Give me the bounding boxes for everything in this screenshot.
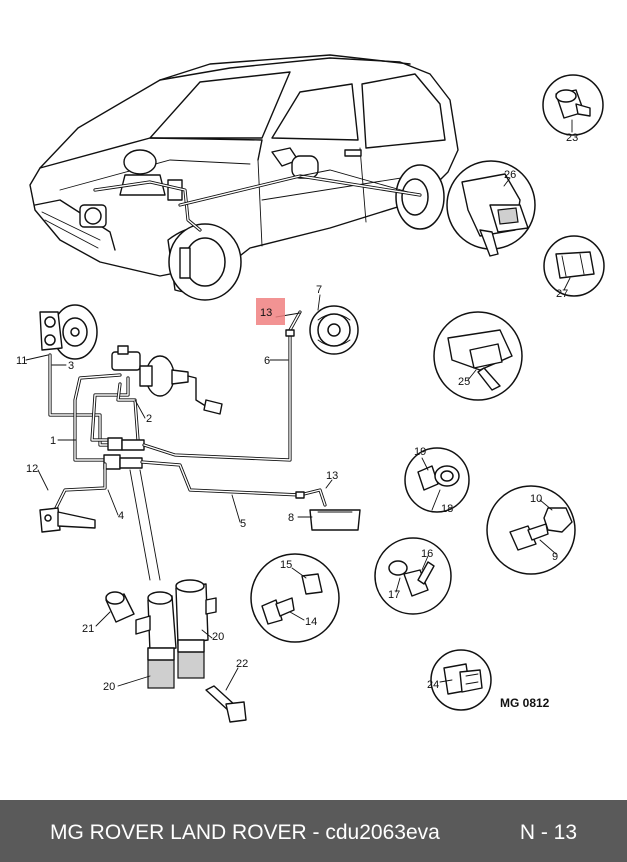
callout-9: 9 — [552, 551, 558, 563]
callout-17: 17 — [388, 589, 400, 601]
bracket-8 — [309, 509, 361, 531]
car-illustration — [29, 54, 459, 301]
callout-14: 14 — [305, 616, 317, 628]
detail-25 — [433, 311, 523, 401]
rear-brake-drum — [309, 305, 359, 355]
detail-24 — [430, 649, 492, 711]
callout-16: 16 — [421, 548, 433, 560]
callout-26: 26 — [504, 169, 516, 181]
callout-2: 2 — [146, 413, 152, 425]
leader-lines — [25, 119, 573, 691]
callout-20-right: 20 — [212, 631, 224, 643]
callout-10: 10 — [530, 493, 542, 505]
callout-5: 5 — [240, 518, 246, 530]
callout-25: 25 — [458, 376, 470, 388]
rear-caliper-left — [39, 507, 96, 533]
callout-3: 3 — [68, 360, 74, 372]
highlight-callout-box — [256, 298, 285, 325]
front-brake-disc — [39, 304, 98, 360]
detail-23 — [542, 74, 604, 136]
callout-19: 19 — [414, 446, 426, 458]
detail-16-17 — [374, 537, 452, 615]
detail-26 — [446, 160, 536, 257]
detail-14-15 — [250, 553, 340, 643]
callout-20-left: 20 — [103, 681, 115, 693]
footer-page-number: N - 13 — [519, 821, 577, 844]
callout-13: 13 — [326, 470, 338, 482]
callout-13-highlighted: 13 — [260, 307, 272, 319]
callout-8: 8 — [288, 512, 294, 524]
detail-27 — [543, 235, 605, 297]
callout-6: 6 — [264, 355, 270, 367]
footer-source-text: MG ROVER LAND ROVER - cdu2063eva — [50, 821, 440, 844]
footer-bar: MG ROVER LAND ROVER - cdu2063eva N - 13 — [0, 800, 627, 862]
detail-18-19 — [404, 447, 470, 513]
callout-1: 1 — [50, 435, 56, 447]
callout-21: 21 — [82, 623, 94, 635]
callout-12: 12 — [26, 463, 38, 475]
callout-labels: 1 2 3 4 5 6 7 8 9 10 11 12 13 13 14 15 1… — [16, 132, 578, 710]
callout-15: 15 — [280, 559, 292, 571]
brake-diagram: 1 2 3 4 5 6 7 8 9 10 11 12 13 13 14 15 1… — [16, 54, 605, 723]
callout-4: 4 — [118, 510, 124, 522]
pressure-valve-assembly — [105, 579, 247, 723]
callout-11: 11 — [16, 355, 27, 367]
detail-9-10 — [486, 485, 576, 575]
callout-18: 18 — [441, 503, 453, 515]
brake-servo-pedal — [111, 345, 223, 415]
diagram-code: MG 0812 — [500, 696, 550, 710]
callout-23: 23 — [566, 132, 578, 144]
callout-7: 7 — [316, 284, 322, 296]
callout-27: 27 — [556, 288, 568, 300]
brake-pipes — [48, 310, 327, 581]
callout-24: 24 — [427, 679, 439, 691]
callout-22: 22 — [236, 658, 248, 670]
